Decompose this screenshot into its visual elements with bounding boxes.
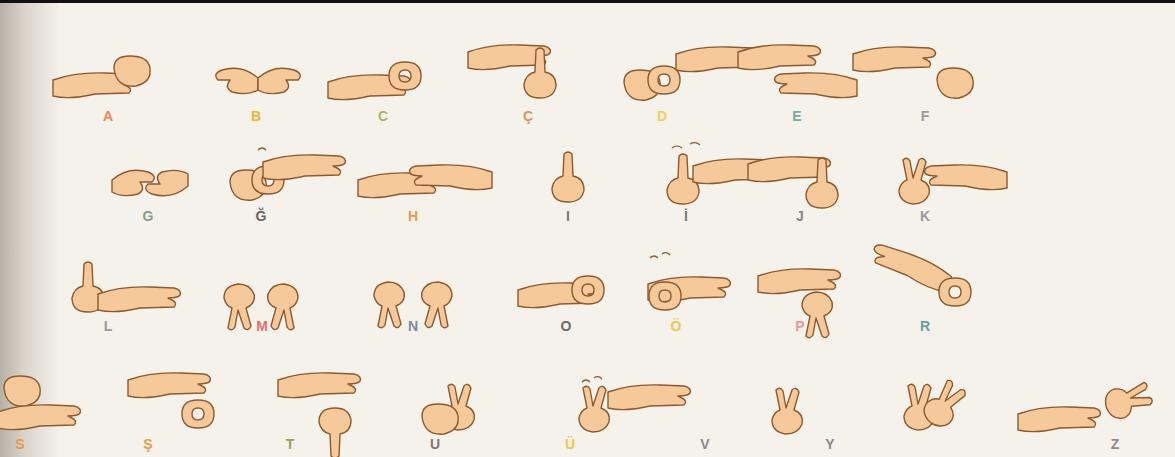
letter-label: G	[143, 208, 154, 224]
letter-label: F	[921, 108, 930, 124]
letter-label: R	[920, 318, 930, 334]
letter-label: A	[103, 108, 113, 124]
letter-label: V	[700, 436, 709, 452]
letter-label: H	[408, 208, 418, 224]
letter-label: M	[256, 318, 268, 334]
letter-label: Ğ	[256, 208, 267, 224]
letter-label: İ	[684, 208, 688, 224]
letter-label: N	[408, 318, 418, 334]
letter-label: S	[15, 436, 24, 452]
letter-label: T	[286, 436, 295, 452]
letter-label: U	[430, 436, 440, 452]
letter-label: E	[792, 108, 801, 124]
letter-label: P	[795, 318, 804, 334]
letter-label: K	[920, 208, 930, 224]
letter-label: Z	[1111, 436, 1120, 452]
letter-label: Ç	[523, 108, 533, 124]
letter-label: O	[561, 318, 572, 334]
letter-label: Ü	[565, 436, 575, 452]
letter-label: Ö	[671, 318, 682, 334]
letter-label: Ş	[143, 436, 152, 452]
letter-label: I	[566, 208, 570, 224]
letter-label: D	[657, 108, 667, 124]
letter-label: Y	[825, 436, 834, 452]
letter-label: J	[796, 208, 804, 224]
top-border	[0, 0, 1175, 3]
letter-label: L	[104, 318, 113, 334]
letter-label: C	[378, 108, 388, 124]
letter-label: B	[251, 108, 261, 124]
